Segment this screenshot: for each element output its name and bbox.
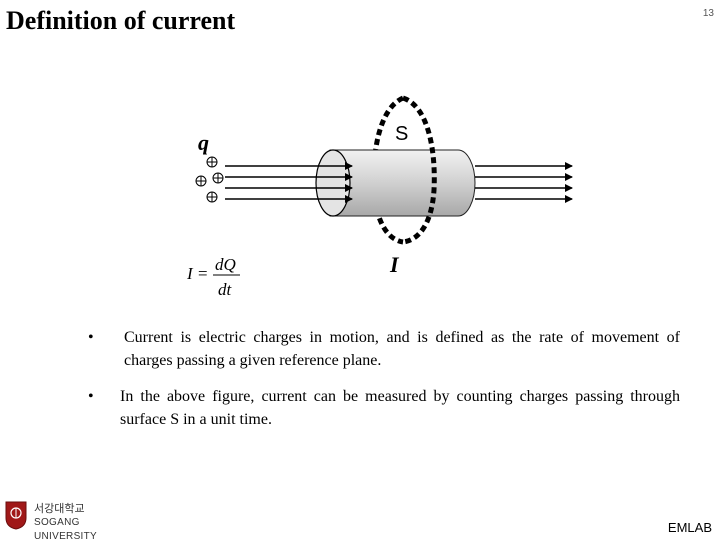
bullet-text: In the above figure, current can be meas…	[120, 388, 680, 428]
footer-label: EMLAB	[667, 520, 712, 535]
formula-lhs: I =	[186, 264, 208, 283]
bullet-marker: •	[88, 329, 94, 346]
charge-plus-icon	[206, 156, 218, 168]
logo-english-name: SOGANG UNIVERSITY	[34, 517, 98, 542]
current-label: I	[389, 252, 400, 277]
formula-numerator: dQ	[215, 255, 236, 274]
current-formula: I = dQ dt	[186, 255, 240, 299]
conductor-cylinder	[315, 149, 476, 217]
current-diagram: q S I I = dQ dt	[186, 95, 573, 299]
university-seal-icon	[5, 501, 27, 530]
slide-title: Definition of current	[6, 6, 236, 35]
charge-plus-icon	[206, 191, 218, 203]
logo-korean-name: 서강대학교	[34, 503, 85, 515]
charge-plus-icon	[195, 175, 207, 187]
charge-label: q	[198, 130, 209, 155]
charge-plus-icon	[212, 172, 224, 184]
bullet-item: • In the above figure, current can be me…	[88, 385, 680, 431]
bullet-marker: •	[88, 388, 94, 405]
university-logo: 서강대학교 SOGANG UNIVERSITY	[4, 500, 114, 542]
surface-loop-front	[401, 95, 437, 245]
positive-charges	[195, 156, 224, 203]
page-number: 13	[702, 8, 714, 19]
bullet-list: • Current is electric charges in motion,…	[88, 326, 680, 444]
formula-denominator: dt	[218, 280, 233, 299]
surface-label: S	[395, 123, 408, 145]
bullet-item: • Current is electric charges in motion,…	[88, 326, 680, 372]
bullet-text: Current is electric charges in motion, a…	[124, 329, 680, 369]
flow-lines	[225, 162, 573, 203]
